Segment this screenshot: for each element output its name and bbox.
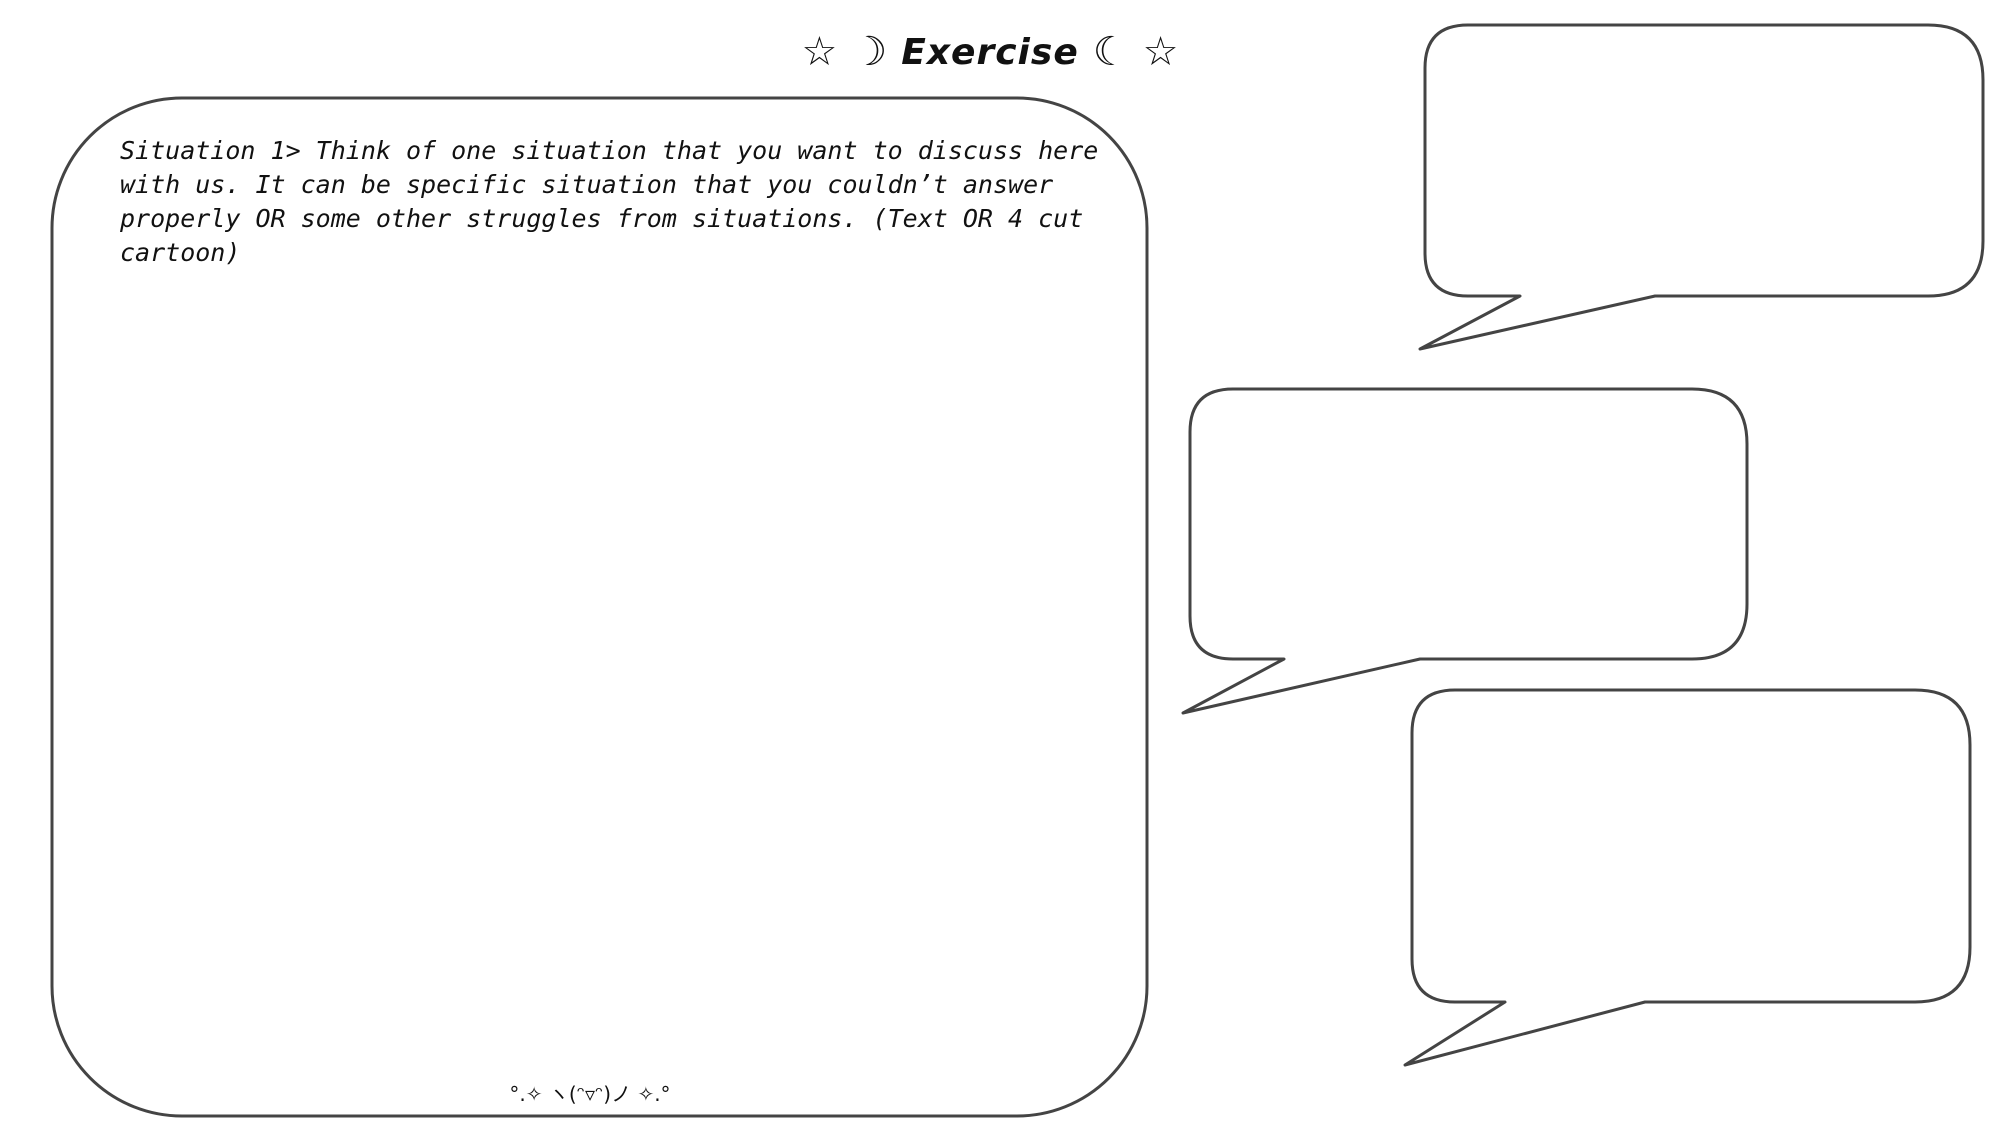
- page-title: ☆ ☽ Exercise ☾ ☆: [800, 22, 1180, 82]
- page-title-text: Exercise: [901, 31, 1079, 73]
- speech-bubble-2[interactable]: [1181, 387, 1749, 715]
- star-icon: ☆: [1142, 29, 1179, 75]
- kaomoji-decoration: °.✧ ヽ(ᵔ▿ᵔ)ノ ✧.°: [509, 1082, 671, 1106]
- star-icon: ☆: [801, 29, 838, 75]
- situation-box[interactable]: [50, 96, 1149, 1118]
- crescent-moon-icon: ☾: [1092, 29, 1129, 75]
- situation-prompt: Situation 1> Think of one situation that…: [120, 136, 1099, 267]
- speech-bubble-1[interactable]: [1418, 23, 1985, 351]
- speech-bubble-3[interactable]: [1403, 688, 1972, 1067]
- crescent-moon-icon: ☽: [851, 29, 888, 75]
